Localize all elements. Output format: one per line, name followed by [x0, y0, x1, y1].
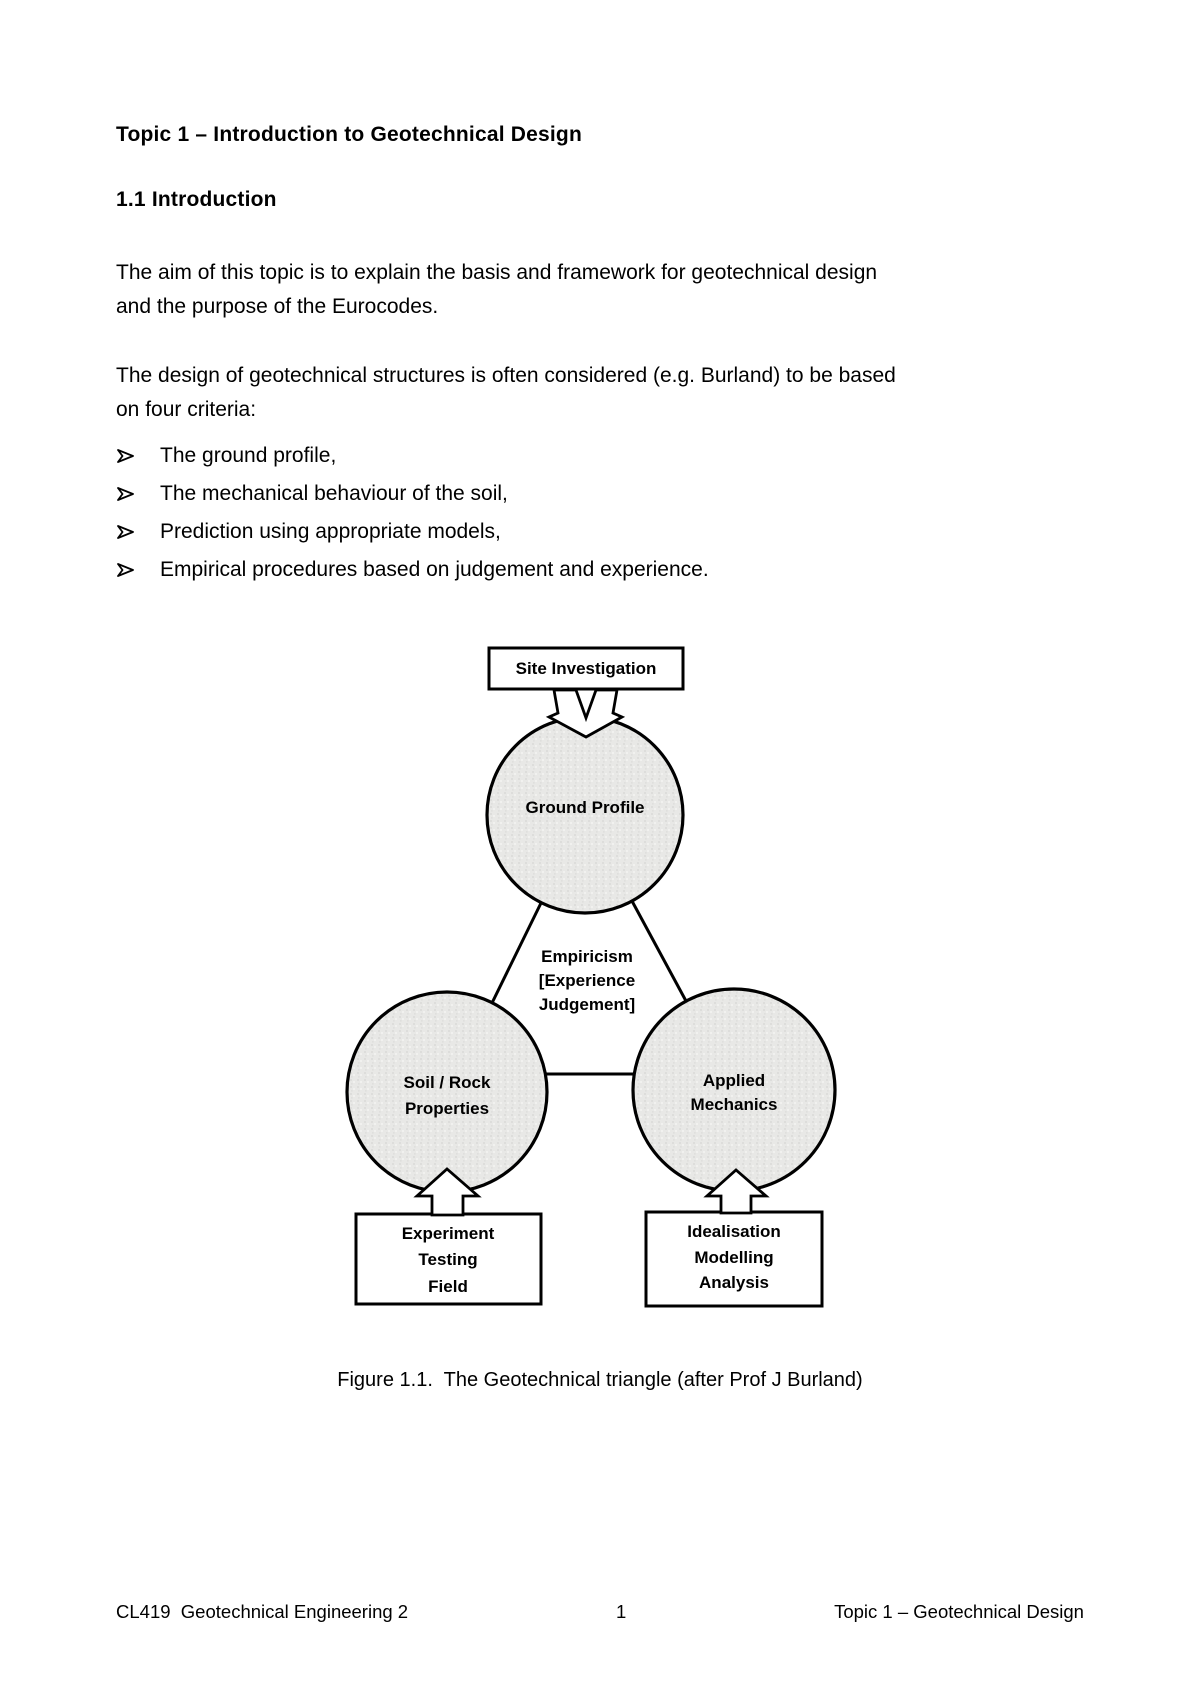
figure-caption: Figure 1.1. The Geotechnical triangle (a…	[337, 1369, 863, 1391]
list-item: The mechanical behaviour of the soil,	[116, 482, 709, 506]
soil-rock-label-line: Properties	[405, 1099, 489, 1118]
idealisation-label-line: Modelling	[694, 1248, 773, 1267]
experiment-label-line: Field	[428, 1277, 468, 1296]
geotechnical-triangle-figure: Site Investigation Ground Profile Empiri…	[345, 646, 837, 1308]
applied-mechanics-circle	[631, 987, 837, 1193]
ground-profile-label: Ground Profile	[526, 798, 645, 817]
arrow-bullet-icon	[117, 563, 134, 577]
arrow-bullet-icon	[117, 487, 134, 501]
empiricism-label-line: Empiricism	[541, 947, 633, 966]
bullet-text: The mechanical behaviour of the soil,	[160, 482, 508, 505]
list-item: Prediction using appropriate models,	[116, 520, 709, 544]
triangle-edge-left	[490, 902, 543, 1004]
experiment-box	[354, 1212, 543, 1306]
triangle-edge-right	[630, 900, 688, 1002]
footer-course: CL419 Geotechnical Engineering 2	[116, 1601, 409, 1622]
paragraph-criteria: The design of geotechnical structures is…	[116, 359, 1036, 427]
applied-mechanics-label-line: Applied	[703, 1071, 765, 1090]
paragraph-aim: The aim of this topic is to explain the …	[116, 256, 1036, 324]
bullet-text: Prediction using appropriate models,	[160, 520, 501, 543]
empiricism-label-line: Judgement]	[539, 995, 635, 1014]
page-title: Topic 1 – Introduction to Geotechnical D…	[116, 123, 582, 146]
up-arrow-left-icon	[413, 1167, 482, 1217]
applied-mechanics-label-line: Mechanics	[691, 1095, 778, 1114]
bullet-list: The ground profile, The mechanical behav…	[116, 444, 709, 582]
empiricism-label-line: [Experience	[539, 971, 635, 990]
bullet-text: Empirical procedures based on judgement …	[160, 558, 709, 581]
paragraph-line: and the purpose of the Eurocodes.	[116, 295, 439, 318]
page-footer: CL419 Geotechnical Engineering 2 1 Topic…	[116, 1601, 1084, 1623]
site-investigation-label: Site Investigation	[516, 659, 657, 678]
list-item: Empirical procedures based on judgement …	[116, 558, 709, 582]
footer-topic: Topic 1 – Geotechnical Design	[834, 1601, 1084, 1622]
idealisation-label-line: Analysis	[699, 1273, 769, 1292]
soil-rock-properties-circle	[345, 990, 549, 1194]
merge-arrow-down-icon	[545, 688, 626, 739]
experiment-label-line: Testing	[418, 1250, 477, 1269]
idealisation-label-line: Idealisation	[687, 1222, 781, 1241]
footer-page-number: 1	[615, 1601, 627, 1622]
section-heading: 1.1 Introduction	[116, 188, 277, 211]
site-investigation-box	[487, 646, 685, 691]
experiment-label-line: Experiment	[402, 1224, 495, 1243]
arrow-bullet-icon	[117, 449, 134, 463]
arrow-bullet-icon	[117, 525, 134, 539]
list-item: The ground profile,	[116, 444, 709, 468]
paragraph-line: on four criteria:	[116, 398, 257, 421]
paragraph-line: The aim of this topic is to explain the …	[116, 261, 878, 284]
soil-rock-label-line: Soil / Rock	[404, 1073, 491, 1092]
up-arrow-right-icon	[703, 1168, 770, 1215]
paragraph-line: The design of geotechnical structures is…	[116, 364, 896, 387]
bullet-text: The ground profile,	[160, 444, 337, 467]
